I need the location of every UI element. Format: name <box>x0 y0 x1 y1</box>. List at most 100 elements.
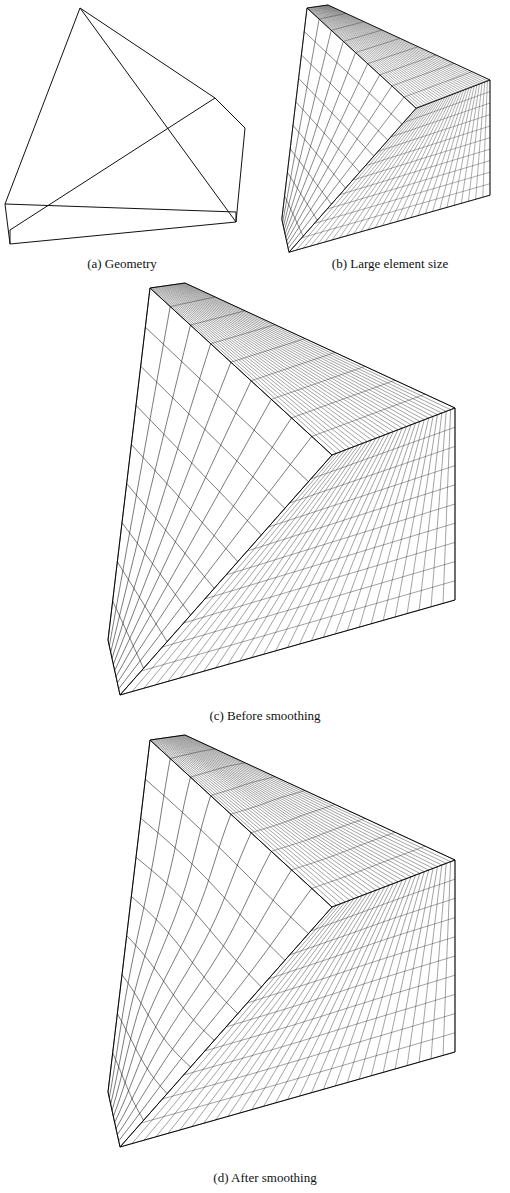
mesh-line <box>311 7 430 103</box>
mesh-line <box>276 885 390 1103</box>
mesh-line <box>335 877 411 1086</box>
mesh-line <box>313 7 437 100</box>
geometry-edge <box>236 212 237 222</box>
mesh-line <box>116 399 271 676</box>
panel-caption: (d) After smoothing <box>211 1170 318 1186</box>
mesh-line <box>382 95 450 226</box>
mesh-line <box>144 452 341 689</box>
mesh-line <box>335 425 411 634</box>
mesh-line <box>375 96 448 228</box>
mesh-outline <box>120 907 332 1147</box>
mesh-line <box>169 285 398 429</box>
mesh-line <box>323 878 406 1089</box>
mesh-line <box>290 149 331 204</box>
mesh-line <box>180 284 437 415</box>
mesh-line <box>264 435 385 654</box>
mesh-line <box>159 287 363 444</box>
mesh-line <box>395 416 433 617</box>
mesh-line <box>325 103 429 242</box>
mesh-line <box>425 89 466 213</box>
mesh-line <box>170 737 402 880</box>
mesh-line <box>205 975 455 1051</box>
mesh-line <box>318 6 455 93</box>
mesh-line <box>113 601 144 668</box>
mesh-line <box>181 736 442 866</box>
mesh-line <box>312 7 434 101</box>
mesh-line <box>117 870 291 1135</box>
mesh-line <box>216 442 367 668</box>
mesh-line <box>319 6 458 92</box>
mesh-line <box>296 107 419 250</box>
mesh-line <box>339 101 434 238</box>
mesh-line <box>181 284 442 414</box>
mesh-line <box>119 888 312 1140</box>
mesh-line <box>433 88 469 211</box>
mesh-line <box>299 882 397 1096</box>
mesh-line <box>247 937 455 1003</box>
mesh-line <box>418 90 463 215</box>
mesh-line <box>347 423 415 630</box>
mesh-line <box>117 562 167 642</box>
mesh-line <box>158 287 359 445</box>
mesh-line <box>326 5 482 83</box>
mesh-line <box>120 455 332 695</box>
mesh-line <box>320 6 461 91</box>
mesh-line <box>122 523 191 615</box>
mesh-line <box>164 738 381 889</box>
panel-caption: (a) Geometry <box>85 256 159 272</box>
mesh-line <box>178 284 429 418</box>
mesh-line <box>176 284 424 420</box>
mesh-line <box>371 420 424 624</box>
mesh-line <box>180 899 354 1130</box>
mesh-line <box>284 41 343 230</box>
mesh-line <box>171 737 406 879</box>
mesh-line <box>285 196 304 236</box>
mesh-line <box>168 448 350 681</box>
mesh-outline <box>120 455 332 695</box>
mesh-line <box>163 738 376 890</box>
mesh-line <box>109 307 170 647</box>
mesh-large-elements <box>282 5 490 252</box>
mesh-line <box>368 97 445 230</box>
mesh-line <box>289 108 416 252</box>
mesh-line <box>317 7 451 96</box>
mesh-line <box>184 283 451 410</box>
mesh-line <box>116 851 271 1128</box>
mesh-line <box>132 453 336 691</box>
mesh-line <box>288 884 394 1100</box>
mesh-line <box>175 284 420 421</box>
geometry-edge <box>5 8 245 244</box>
mesh-line <box>252 889 381 1110</box>
mesh-line <box>322 6 469 88</box>
mesh-line <box>113 1053 144 1120</box>
mesh-line <box>113 814 231 1116</box>
mesh-line <box>397 93 456 222</box>
mesh-solid <box>108 735 455 1147</box>
mesh-line <box>268 918 455 979</box>
mesh-line <box>318 7 454 95</box>
mesh-line <box>321 6 464 90</box>
mesh-before-smoothing <box>108 283 455 695</box>
mesh-line <box>287 172 317 220</box>
mesh-line <box>156 902 345 1137</box>
mesh-outline <box>108 283 455 695</box>
mesh-line <box>404 92 459 220</box>
mesh-line <box>183 735 447 863</box>
mesh-line <box>240 438 376 661</box>
mesh-line <box>390 94 454 224</box>
mesh-line <box>309 8 424 106</box>
mesh-line <box>170 285 402 428</box>
geometry-edge <box>5 204 236 212</box>
mesh-line <box>443 410 451 604</box>
mesh-outline <box>282 5 490 252</box>
mesh-line <box>184 735 451 862</box>
mesh-line <box>112 796 211 1111</box>
mesh-line <box>283 19 320 223</box>
mesh-outline <box>108 735 455 1147</box>
mesh-line <box>293 125 346 188</box>
mesh-line <box>160 739 367 894</box>
mesh-line <box>154 739 345 902</box>
mesh-line <box>169 737 398 882</box>
mesh-line <box>161 738 371 892</box>
